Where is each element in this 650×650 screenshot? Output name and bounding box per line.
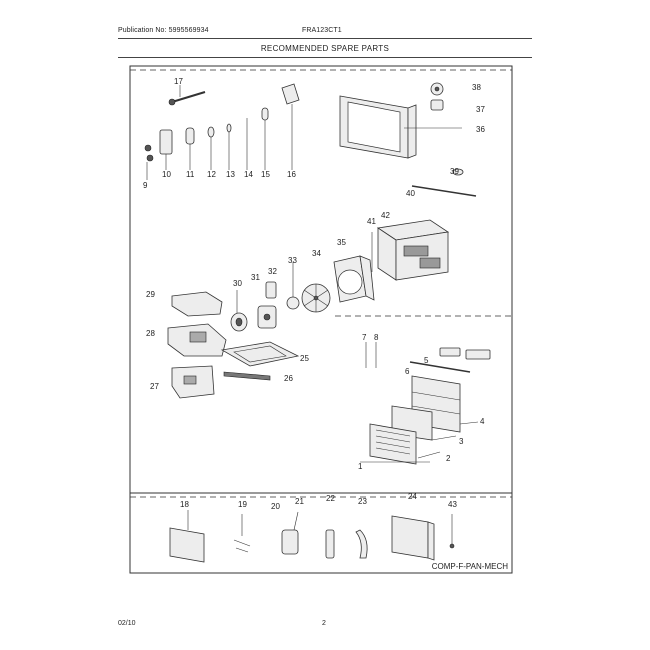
part-32-mount bbox=[265, 281, 277, 299]
section-title: RECOMMENDED SPARE PARTS bbox=[260, 44, 390, 53]
callout-43: 43 bbox=[448, 500, 457, 509]
part-24-evaporator bbox=[391, 515, 435, 561]
part-10-bracket bbox=[159, 129, 173, 170]
part-33-hub bbox=[286, 262, 300, 310]
callout-2: 2 bbox=[446, 454, 451, 463]
drawing-code: COMP-F-PAN-MECH bbox=[432, 562, 509, 571]
callout-14: 14 bbox=[244, 170, 253, 179]
callout-42: 42 bbox=[381, 211, 390, 220]
callout-15: 15 bbox=[261, 170, 270, 179]
callout-17: 17 bbox=[174, 77, 183, 86]
callout-16: 16 bbox=[287, 170, 296, 179]
callout-11: 11 bbox=[186, 170, 195, 179]
callout-37: 37 bbox=[476, 105, 485, 114]
callout-13: 13 bbox=[226, 170, 235, 179]
part-5-rod bbox=[409, 361, 471, 373]
callout-20: 20 bbox=[271, 502, 280, 511]
callout-3: 3 bbox=[459, 437, 464, 446]
callout-41: 41 bbox=[367, 217, 376, 226]
callout-24: 24 bbox=[408, 492, 417, 501]
callout-6: 6 bbox=[405, 367, 410, 376]
part-19-wire bbox=[233, 514, 251, 553]
publication-number: Publication No: 5995569934 bbox=[118, 27, 209, 34]
part-6-louver bbox=[439, 347, 491, 360]
part-13-screw bbox=[226, 123, 232, 170]
callout-19: 19 bbox=[238, 500, 247, 509]
callout-32: 32 bbox=[268, 267, 277, 276]
callout-33: 33 bbox=[288, 256, 297, 265]
callout-8: 8 bbox=[374, 333, 379, 342]
header-rule-bottom bbox=[118, 57, 532, 58]
callout-40: 40 bbox=[406, 189, 415, 198]
header-rule-top bbox=[118, 38, 532, 39]
callout-28: 28 bbox=[146, 329, 155, 338]
part-30-blower bbox=[230, 290, 248, 332]
part-43-sensor bbox=[449, 514, 455, 549]
part-23-clip bbox=[355, 529, 368, 559]
footer-date: 02/10 bbox=[118, 620, 136, 627]
leader-4 bbox=[459, 421, 479, 425]
callout-30: 30 bbox=[233, 279, 242, 288]
part-20-21-capacitor bbox=[281, 511, 299, 555]
callout-21: 21 bbox=[295, 497, 304, 506]
part-40-rod bbox=[411, 185, 477, 197]
part-38-37-knobs bbox=[430, 82, 444, 111]
callout-36: 36 bbox=[476, 125, 485, 134]
part-25-base-pan bbox=[220, 341, 300, 367]
callout-27: 27 bbox=[150, 382, 159, 391]
part-29-tray bbox=[171, 291, 223, 317]
part-27-drain-pan bbox=[171, 365, 215, 399]
part-17-sensor bbox=[168, 85, 206, 106]
callout-25: 25 bbox=[300, 354, 309, 363]
part-7-8-pins bbox=[365, 342, 377, 368]
callout-4: 4 bbox=[480, 417, 485, 426]
part-31-motor bbox=[257, 305, 277, 329]
part-11-knob bbox=[185, 127, 195, 170]
model-number: FRA123CT1 bbox=[302, 27, 342, 34]
part-18-coil bbox=[169, 510, 205, 563]
callout-29: 29 bbox=[146, 290, 155, 299]
callout-39: 39 bbox=[450, 167, 459, 176]
part-34-fan-blade bbox=[301, 283, 331, 313]
part-36-front-frame bbox=[339, 95, 462, 159]
part-9-clips bbox=[144, 144, 154, 180]
leader-2 bbox=[417, 451, 441, 459]
callout-23: 23 bbox=[358, 497, 367, 506]
callout-34: 34 bbox=[312, 249, 321, 258]
callout-35: 35 bbox=[337, 238, 346, 247]
part-16-switch bbox=[281, 83, 300, 170]
callout-18: 18 bbox=[180, 500, 189, 509]
part-39-cap bbox=[452, 168, 464, 176]
part-35-shroud bbox=[333, 255, 375, 303]
callout-26: 26 bbox=[284, 374, 293, 383]
part-22-bracket bbox=[325, 529, 335, 559]
callout-7: 7 bbox=[362, 333, 367, 342]
part-28-housing bbox=[167, 323, 227, 357]
kit-box-frame bbox=[129, 492, 513, 574]
callout-12: 12 bbox=[207, 170, 216, 179]
footer-page: 2 bbox=[322, 620, 326, 627]
part-15-spring bbox=[261, 107, 269, 170]
callout-5: 5 bbox=[424, 356, 429, 365]
callout-10: 10 bbox=[162, 170, 171, 179]
leader-3 bbox=[431, 435, 457, 441]
callout-22: 22 bbox=[326, 494, 335, 503]
part-2-grille bbox=[369, 423, 417, 465]
callout-38: 38 bbox=[472, 83, 481, 92]
callout-31: 31 bbox=[251, 273, 260, 282]
part-42-cabinet bbox=[371, 219, 450, 281]
part-12-knob bbox=[207, 126, 215, 170]
part-26-strip bbox=[223, 371, 271, 381]
callout-9: 9 bbox=[143, 181, 148, 190]
callout-1: 1 bbox=[358, 462, 363, 471]
